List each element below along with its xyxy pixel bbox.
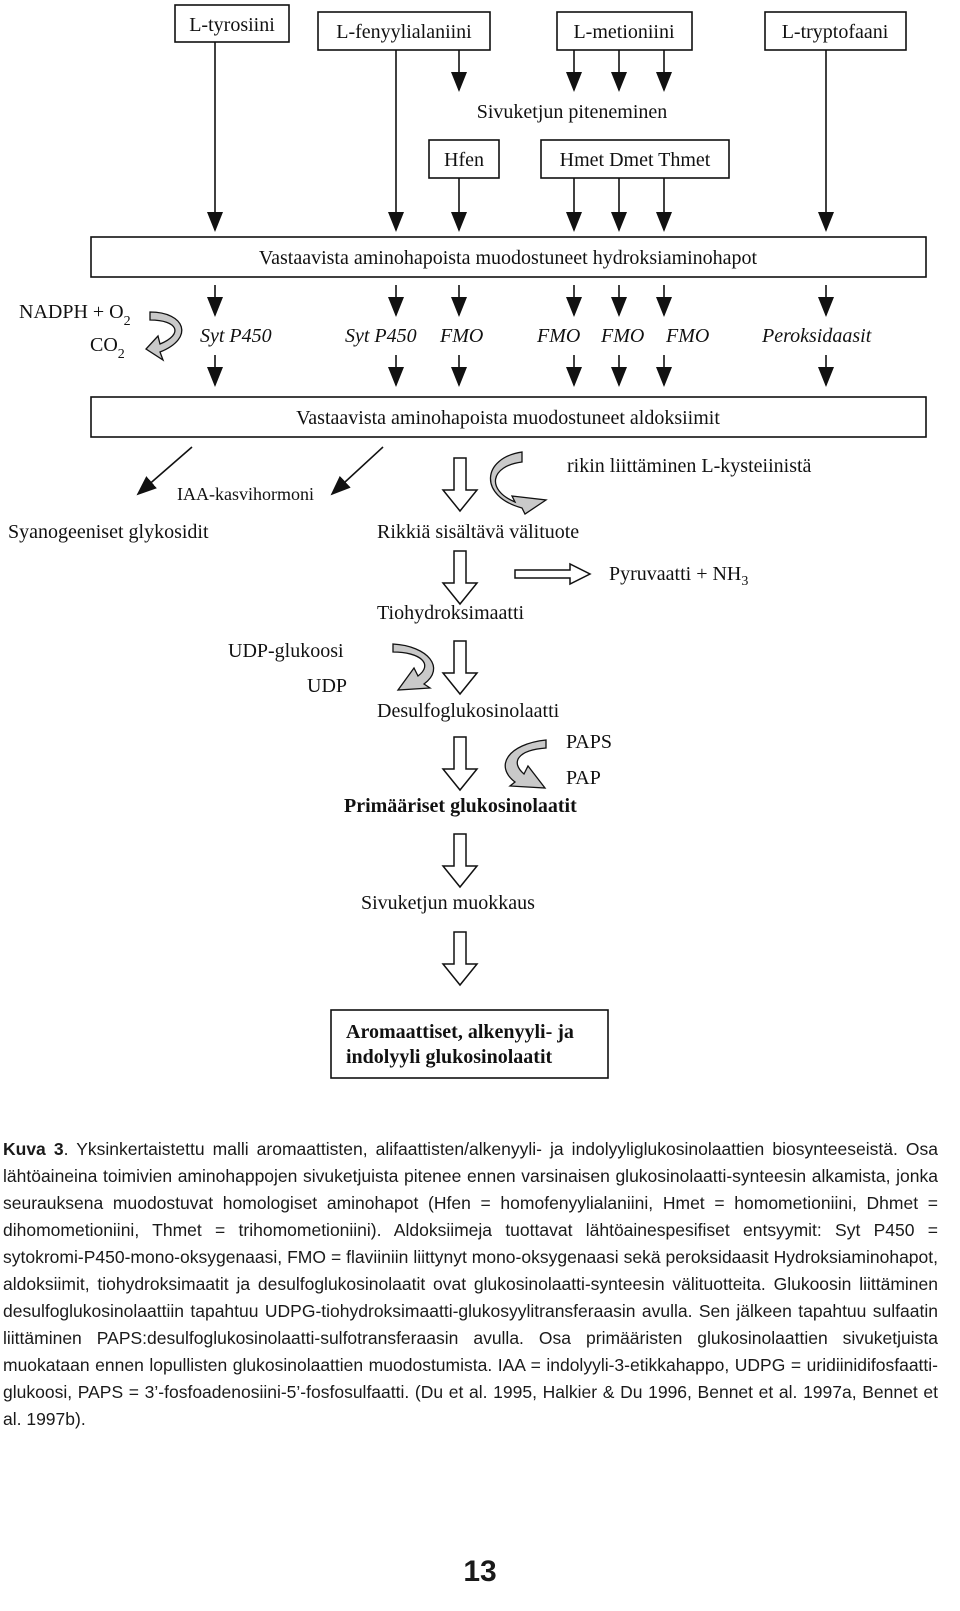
thiohydroximate-label: Tiohydroksimaatti [377, 602, 524, 624]
amino-acid-label-phenylalanine: L-fenyylialaniini [336, 21, 472, 43]
enzyme-label-fmo-2: FMO [536, 325, 580, 347]
biosynthesis-diagram: L-tyrosiini L-fenyylialaniini L-metionii… [8, 4, 927, 1079]
enzyme-label-fmo-1: FMO [439, 325, 483, 347]
cofactor-co2-subscript: 2 [118, 347, 125, 362]
enzyme-label-peroxidase: Peroksidaasit [761, 325, 872, 347]
caption-text: . Yksinkertaistettu malli aromaattisten,… [3, 1139, 938, 1429]
amino-acid-label-tyrosine: L-tyrosiini [189, 14, 275, 36]
amino-acid-box-tyrosine [174, 4, 290, 43]
hollow-arrow-4 [441, 736, 479, 792]
hfen-box [428, 139, 500, 179]
primary-glucosinolates-label: Primääriset glukosinolaatit [344, 795, 577, 817]
amino-acid-label-tryptophan: L-tryptofaani [782, 21, 889, 43]
hollow-arrow-2 [441, 550, 479, 606]
hollow-arrow-6 [441, 931, 479, 987]
hfen-label: Hfen [444, 149, 484, 171]
sulfur-intermediate-label: Rikkiä sisältävä välituote [377, 521, 579, 543]
amino-acid-box-phenylalanine [317, 11, 491, 51]
enzyme-label-syt-p450-1: Syt P450 [200, 325, 272, 347]
iaa-label: IAA-kasvihormoni [177, 484, 314, 504]
pyruvate-text: Pyruvaatti + NH [609, 563, 741, 585]
enzyme-label-fmo-4: FMO [665, 325, 709, 347]
page-number: 13 [463, 1555, 497, 1588]
cofactor-co2-label: CO2 [90, 334, 125, 362]
pyruvate-label: Pyruvaatti + NH3 [609, 563, 748, 589]
sulfur-addition-label: rikin liittäminen L-kysteiinistä [567, 455, 812, 477]
chain-elongation-label: Sivuketjun piteneminen [477, 101, 668, 123]
aldoxime-box [90, 396, 927, 438]
hydroxy-amino-acid-box [90, 236, 927, 278]
amino-acid-label-methionine: L-metioniini [573, 21, 675, 43]
final-glucosinolates-line2: indolyyli glukosinolaatit [346, 1046, 553, 1068]
amino-acid-box-methionine [556, 11, 693, 51]
amino-acid-box-tryptophan [764, 11, 907, 51]
sulfur-curved-arrow [489, 451, 548, 515]
hmet-group-box [540, 139, 730, 179]
arrow-to-cyanogenic [136, 446, 193, 496]
cofactor-co2-text: CO [90, 334, 118, 356]
hollow-arrow-pyruvate [514, 562, 592, 586]
final-glucosinolates-line1: Aromaattiset, alkenyyli- ja [346, 1021, 574, 1043]
final-glucosinolates-box [330, 1009, 609, 1079]
cofactor-nadph-label: NADPH + O2 [19, 301, 131, 329]
side-chain-modification-label: Sivuketjun muokkaus [361, 892, 535, 914]
enzyme-label-fmo-3: FMO [600, 325, 644, 347]
udp-curved-arrow [392, 643, 435, 691]
paps-curved-arrow [504, 739, 547, 789]
arrow-to-iaa [330, 446, 384, 496]
udp-label: UDP [307, 675, 347, 697]
cyanogenic-label: Syanogeeniset glykosidit [8, 521, 209, 543]
udp-glucose-label: UDP-glukoosi [228, 640, 344, 662]
hmet-group-label: Hmet Dmet Thmet [560, 149, 711, 171]
enzyme-label-syt-p450-2: Syt P450 [345, 325, 417, 347]
hollow-arrow-5 [441, 833, 479, 889]
hollow-arrow-3 [441, 640, 479, 696]
cofactor-nadph-subscript: 2 [124, 314, 131, 329]
pyruvate-subscript: 3 [741, 574, 748, 589]
cofactor-nadph-text: NADPH + O [19, 301, 124, 323]
desulfo-label: Desulfoglukosinolaatti [377, 700, 560, 722]
aldoxime-label: Vastaavista aminohapoista muodostuneet a… [296, 407, 720, 429]
hydroxy-amino-acid-label: Vastaavista aminohapoista muodostuneet h… [259, 247, 758, 269]
paps-label: PAPS [566, 731, 612, 753]
cofactor-curved-arrow [144, 311, 183, 362]
pap-label: PAP [566, 767, 601, 789]
figure-caption: Kuva 3. Yksinkertaistettu malli aromaatt… [3, 1136, 938, 1433]
hollow-arrow-1 [441, 457, 479, 513]
caption-label: Kuva 3 [3, 1139, 64, 1159]
